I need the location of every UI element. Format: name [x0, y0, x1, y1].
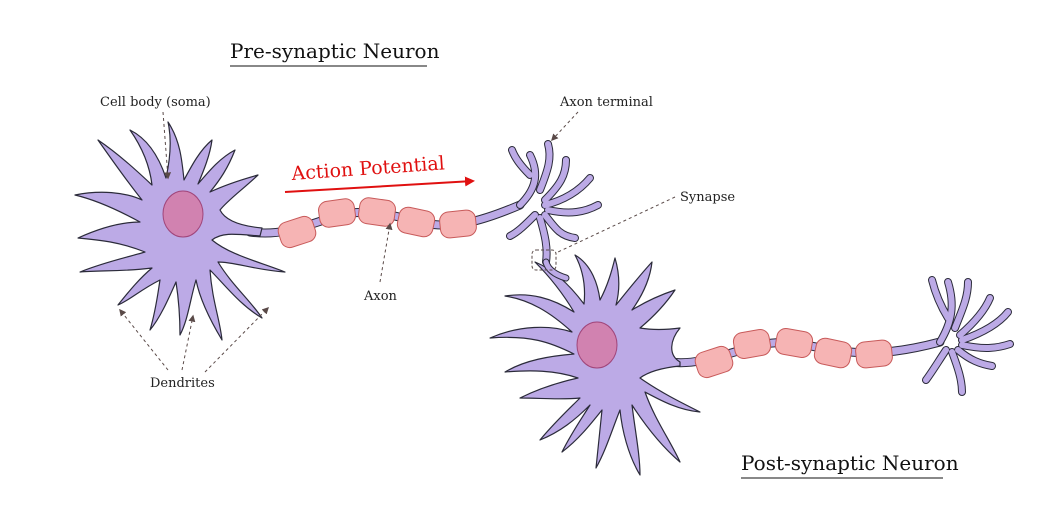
myelin-segment [277, 215, 317, 249]
pre-myelin-sheaths [277, 197, 477, 249]
axon-terminal-pointer [551, 111, 579, 142]
cell-body-label: Cell body (soma) [100, 95, 211, 110]
action-potential-arrow [284, 176, 475, 193]
post-synaptic-title: Post-synaptic Neuron [741, 451, 959, 475]
synapse-label: Synapse [680, 190, 735, 205]
myelin-segment [318, 198, 356, 228]
myelin-segment [358, 197, 396, 227]
cell-body-pointer [162, 111, 172, 180]
post-synaptic-neuron [489, 254, 1014, 476]
synapse-pointer [557, 196, 676, 253]
myelin-segment [732, 328, 772, 360]
axon-terminal-label: Axon terminal [559, 95, 653, 110]
dendrites-label: Dendrites [150, 376, 215, 391]
dendrite-pointer-right [204, 307, 269, 373]
pre-nucleus [162, 190, 204, 238]
pre-synaptic-title: Pre-synaptic Neuron [230, 39, 440, 63]
myelin-segment [694, 345, 734, 379]
axon-pointer [379, 222, 393, 283]
myelin-segment [774, 327, 814, 359]
myelin-segment [855, 339, 893, 369]
action-potential-label: Action Potential [290, 152, 446, 185]
synapse-box [531, 249, 557, 271]
post-myelin-sheaths [694, 327, 893, 379]
axon-label: Axon [363, 289, 398, 304]
myelin-segment [813, 337, 853, 369]
myelin-segment [439, 209, 477, 239]
post-nucleus [576, 321, 618, 369]
pre-axon-terminal-branches [506, 140, 602, 266]
post-axon-terminal-branches [922, 276, 1014, 396]
pointer-lines [119, 111, 676, 373]
myelin-segment [396, 206, 436, 238]
dendrite-pointer-left [119, 308, 169, 371]
pre-synaptic-neuron [74, 121, 602, 341]
